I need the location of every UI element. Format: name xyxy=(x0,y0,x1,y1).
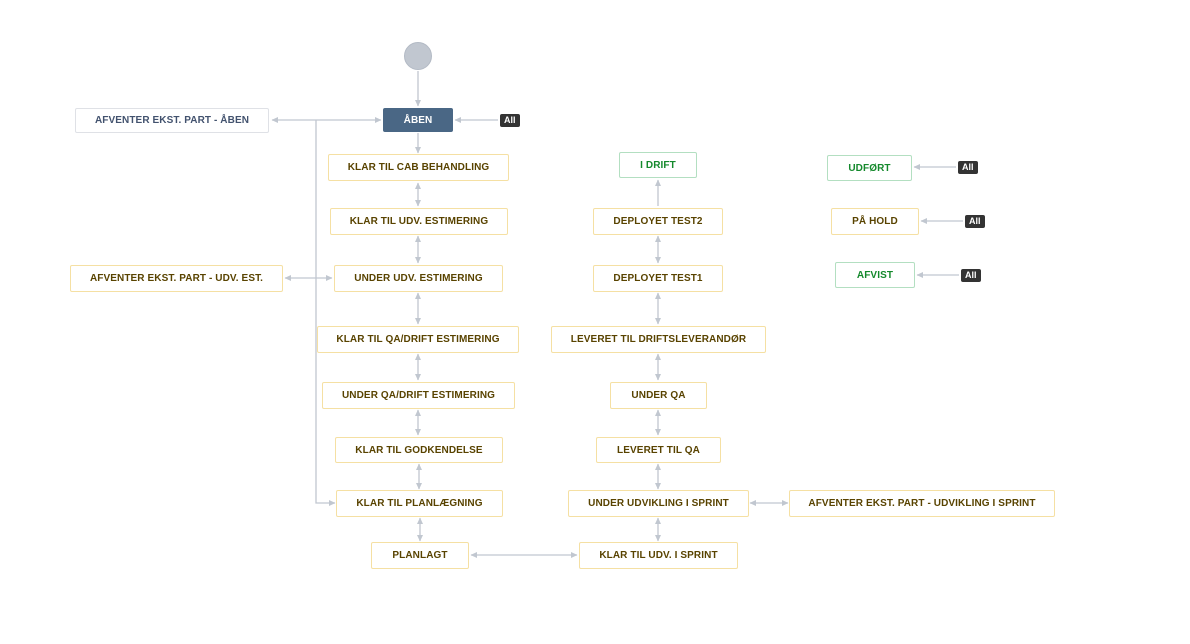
status-leveret-qa[interactable]: LEVERET TIL QA xyxy=(596,437,721,463)
status-klar-cab[interactable]: KLAR TIL CAB BEHANDLING xyxy=(328,154,509,181)
status-under-qa[interactable]: UNDER QA xyxy=(610,382,707,409)
all-badge-udfoert[interactable]: All xyxy=(958,161,978,174)
all-badge-aaben[interactable]: All xyxy=(500,114,520,127)
status-deployet-test1[interactable]: DEPLOYET TEST1 xyxy=(593,265,723,292)
all-badge-paa-hold[interactable]: All xyxy=(965,215,985,228)
status-aaben[interactable]: ÅBEN xyxy=(383,108,453,132)
status-afventer-udvikling[interactable]: AFVENTER EKST. PART - UDVIKLING I SPRINT xyxy=(789,490,1055,517)
status-udfoert[interactable]: UDFØRT xyxy=(827,155,912,181)
status-leveret-drift[interactable]: LEVERET TIL DRIFTSLEVERANDØR xyxy=(551,326,766,353)
status-afventer-udv-est[interactable]: AFVENTER EKST. PART - UDV. EST. xyxy=(70,265,283,292)
status-klar-udv-sprint[interactable]: KLAR TIL UDV. I SPRINT xyxy=(579,542,738,569)
status-klar-planlaegning[interactable]: KLAR TIL PLANLÆGNING xyxy=(336,490,503,517)
status-under-udvikling[interactable]: UNDER UDVIKLING I SPRINT xyxy=(568,490,749,517)
status-klar-godkendelse[interactable]: KLAR TIL GODKENDELSE xyxy=(335,437,503,463)
status-klar-qa-drift[interactable]: KLAR TIL QA/DRIFT ESTIMERING xyxy=(317,326,519,353)
start-circle xyxy=(404,42,432,70)
status-afventer-aaben[interactable]: AFVENTER EKST. PART - ÅBEN xyxy=(75,108,269,133)
status-under-qa-drift[interactable]: UNDER QA/DRIFT ESTIMERING xyxy=(322,382,515,409)
status-planlagt[interactable]: PLANLAGT xyxy=(371,542,469,569)
status-afvist[interactable]: AFVIST xyxy=(835,262,915,288)
status-paa-hold[interactable]: PÅ HOLD xyxy=(831,208,919,235)
status-i-drift[interactable]: I DRIFT xyxy=(619,152,697,178)
status-under-udv-est[interactable]: UNDER UDV. ESTIMERING xyxy=(334,265,503,292)
status-deployet-test2[interactable]: DEPLOYET TEST2 xyxy=(593,208,723,235)
all-badge-afvist[interactable]: All xyxy=(961,269,981,282)
status-klar-udv-est[interactable]: KLAR TIL UDV. ESTIMERING xyxy=(330,208,508,235)
